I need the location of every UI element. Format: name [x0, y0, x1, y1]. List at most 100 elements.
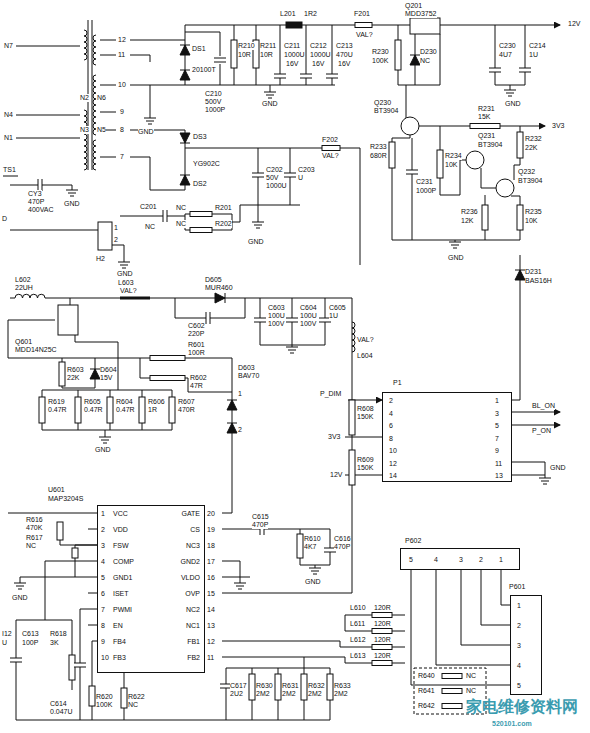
- connector-wire: [436, 570, 510, 665]
- resistor-symbol: [231, 40, 237, 68]
- part-label: DS2: [193, 180, 207, 188]
- part-label: R633: [334, 682, 351, 690]
- part-label: 100U: [268, 312, 285, 320]
- part-label: 2U2: [230, 690, 243, 698]
- pin-label: 6: [101, 590, 105, 598]
- pin-label: 2: [101, 526, 105, 534]
- pin-label: NC1: [186, 622, 200, 630]
- pin-label: 3: [517, 642, 521, 650]
- ground-symbol: [14, 583, 26, 589]
- part-label: 100V: [300, 320, 316, 328]
- wire: [70, 298, 71, 305]
- pin-label: 1: [499, 556, 503, 564]
- wire: [10, 230, 98, 231]
- pin-label: CS: [190, 526, 200, 534]
- wire: [112, 245, 124, 262]
- part-label: 2M2: [256, 690, 270, 698]
- part-label: N5: [97, 126, 106, 134]
- diode-bar: [90, 369, 100, 370]
- part-label: L604: [357, 352, 373, 360]
- diode-bar: [515, 270, 525, 271]
- part-label: 1000U: [266, 182, 287, 190]
- wire: [100, 40, 116, 41]
- part-label: P601: [509, 583, 525, 591]
- diode-symbol: [180, 70, 190, 80]
- part-label: 1000P: [416, 187, 436, 195]
- resistor-symbol: [275, 674, 281, 700]
- wire: [16, 115, 80, 116]
- part-label: 100V: [268, 320, 284, 328]
- part-label: H2: [96, 255, 105, 263]
- wire: [304, 657, 305, 668]
- part-label: C604: [300, 304, 317, 312]
- capacitor-symbol: [406, 170, 418, 174]
- part-label: C213: [336, 42, 353, 50]
- part-label: D605: [205, 276, 222, 284]
- resistor-symbol: [372, 645, 392, 650]
- part-label: C614: [50, 700, 67, 708]
- capacitor-symbol: [214, 58, 226, 62]
- capacitor-gap: [9, 658, 23, 662]
- diode-symbol: [180, 133, 190, 143]
- pin-label: 1: [101, 510, 105, 518]
- part-label: 1R2: [304, 10, 317, 18]
- part-label: D230: [420, 48, 437, 56]
- resistor-symbol: [372, 629, 392, 634]
- part-label: GND: [448, 254, 464, 262]
- diode-symbol: [227, 400, 237, 410]
- part-label: 2: [238, 426, 242, 434]
- capacitor-symbol: [284, 173, 296, 177]
- part-label: Q232: [518, 168, 535, 176]
- part-label: GND: [12, 594, 28, 602]
- part-label: 50V: [266, 174, 278, 182]
- wire: [80, 667, 81, 720]
- pin-label: 2: [389, 397, 393, 405]
- wire: [222, 298, 352, 593]
- resistor-symbol: [249, 674, 255, 700]
- inductor-symbol: [286, 22, 302, 28]
- part-label: C203: [298, 166, 315, 174]
- ic-box: U601MAP3204S1VCC20GATE2VDD19CS3FSW18NC34…: [97, 505, 205, 673]
- pin-label: 17: [207, 558, 215, 566]
- pin-label: FB2: [187, 654, 200, 662]
- resistor-symbol: [355, 23, 372, 28]
- part-label: R230: [372, 48, 389, 56]
- ground-symbol: [144, 118, 156, 124]
- part-label: 3K: [50, 639, 59, 647]
- capacitor-symbol: [10, 658, 22, 662]
- part-label: R630: [256, 682, 273, 690]
- part-label: NC: [466, 687, 476, 695]
- coil-symbol: [84, 30, 87, 60]
- resistor-symbol: [517, 205, 523, 230]
- part-label: C211: [284, 42, 300, 50]
- connector-wire: [411, 570, 510, 685]
- part-label: GND: [305, 578, 321, 586]
- wire: [512, 475, 545, 476]
- ground-symbol: [504, 90, 516, 96]
- part-label: D604: [100, 366, 117, 374]
- wire: [360, 148, 361, 265]
- diode-bar: [180, 175, 190, 176]
- part-label: C212: [310, 42, 327, 50]
- part-label: 1U: [529, 51, 538, 59]
- part-label: 10: [118, 81, 126, 89]
- coil-symbol: [352, 322, 355, 352]
- pin-label: 14: [389, 472, 397, 480]
- pin-label: ISET: [113, 590, 129, 598]
- wire: [185, 32, 220, 56]
- pin-label: VLDO: [181, 574, 200, 582]
- pin-label: 8: [101, 622, 105, 630]
- part-label: 470R: [178, 406, 195, 414]
- pin-label: 15: [207, 590, 215, 598]
- wire: [130, 85, 335, 86]
- connector-box: P60254321: [400, 548, 520, 570]
- part-label: R605: [84, 398, 101, 406]
- part-label: NC: [145, 223, 155, 231]
- part-label: L602: [15, 276, 31, 284]
- pin-label: 12: [389, 460, 397, 468]
- wire: [419, 126, 470, 127]
- part-label: GND: [138, 128, 154, 136]
- pin-label: 3: [101, 542, 105, 550]
- part-label: L611: [350, 620, 365, 628]
- pin-label: 9: [495, 447, 499, 455]
